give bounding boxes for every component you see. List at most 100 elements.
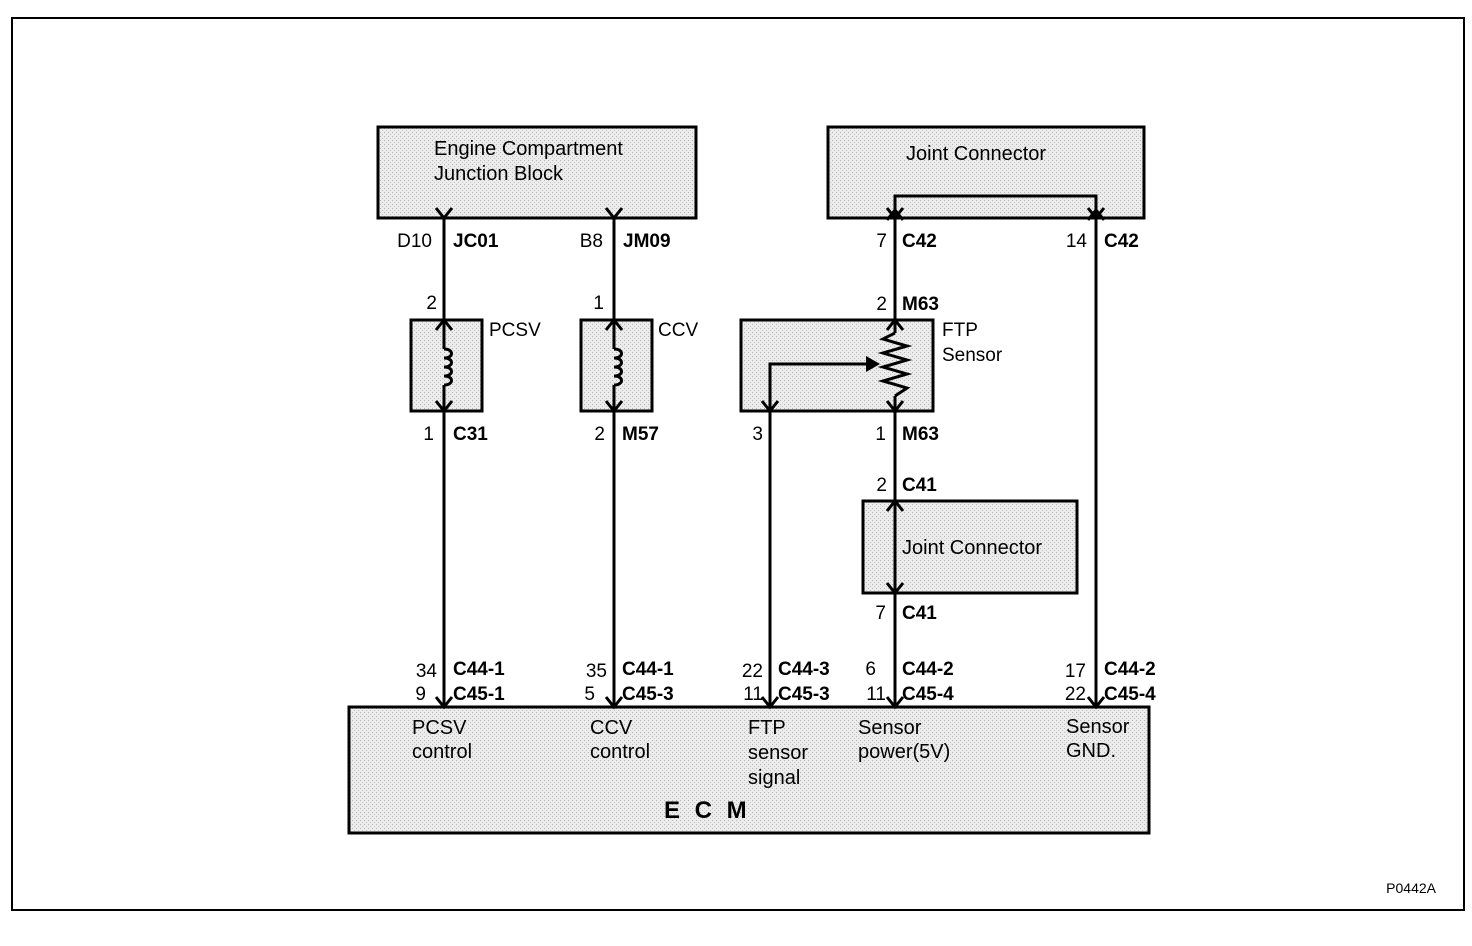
ftp-in-pin: 2: [876, 294, 887, 315]
power-jc-in-conn: C41: [902, 475, 937, 496]
joint-connector-mid-label: Joint Connector: [902, 537, 1042, 559]
gnd-ecm-pin2: 22: [1065, 684, 1086, 705]
ecm-power-line1: Sensor: [858, 717, 922, 739]
terminal-mark: [604, 400, 624, 414]
ftp-wiper-arrow-icon: [866, 356, 880, 372]
pcsv-coil-icon: [443, 347, 453, 387]
gnd-ecm-conn2: C45-4: [1104, 684, 1156, 705]
ftp-sensor-box: [739, 318, 935, 413]
junction-block-box: Engine Compartment Junction Block: [376, 125, 698, 220]
ccv-top-pin: B8: [580, 231, 603, 252]
pcsv-ecm-conn1: C44-1: [453, 659, 505, 680]
ccv-ecm-conn1: C44-1: [622, 659, 674, 680]
joint-connector-top-label: Joint Connector: [906, 143, 1046, 165]
ccv-ecm-pin1: 35: [586, 661, 607, 682]
ftp-out-conn: M63: [902, 424, 939, 445]
ccv-box: [579, 318, 654, 413]
terminal-mark: [434, 317, 454, 331]
ccv-out-conn: M57: [622, 424, 659, 445]
terminal-mark: [885, 498, 905, 512]
terminal-mark: [760, 696, 780, 710]
gnd-jc-conn: C42: [1104, 231, 1139, 252]
terminal-mark: [1086, 696, 1106, 710]
power-ecm-conn2: C45-4: [902, 684, 954, 705]
ftp-resistor-icon: [877, 331, 913, 398]
joint-connector-top-bridge: [893, 194, 1098, 218]
terminal-mark: [885, 582, 905, 596]
ftp-sensor-name-line1: FTP: [942, 320, 978, 341]
terminal-mark: [885, 400, 905, 414]
ecm-gnd-line2: GND.: [1066, 740, 1116, 762]
terminal-mark: [604, 207, 624, 221]
ecm-gnd-line1: Sensor: [1066, 716, 1130, 738]
ecm-ccv-line2: control: [590, 741, 650, 763]
pcsv-ecm-pin2: 9: [415, 684, 426, 705]
ftp-sig-ecm-conn2: C45-3: [778, 684, 830, 705]
ftp-sig-ecm-pin2: 11: [743, 684, 763, 705]
ccv-top-conn: JM09: [623, 231, 671, 252]
ecm-ftp-line2: sensor: [748, 742, 808, 764]
connector-terminals: [434, 207, 1106, 710]
ftp-in-conn: M63: [902, 294, 939, 315]
ccv-ecm-pin2: 5: [584, 684, 595, 705]
wires: [442, 218, 1098, 707]
joint-connector-mid-box: Joint Connector: [861, 499, 1079, 595]
ccv-name: CCV: [658, 320, 698, 341]
ccv-in-pin: 1: [593, 293, 604, 314]
terminal-mark: [604, 317, 624, 331]
pcsv-top-pin: D10: [397, 231, 432, 252]
terminal-mark: [885, 696, 905, 710]
ccv-coil-icon: [613, 347, 623, 387]
diagram-id: P0442A: [1386, 880, 1436, 896]
pcsv-ecm-pin1: 34: [416, 661, 438, 682]
ecm-ftp-line3: signal: [748, 767, 800, 789]
terminal-mark: [885, 317, 905, 331]
power-jc-in-pin: 2: [876, 475, 887, 496]
ftp-jc-pin: 7: [876, 231, 887, 252]
ecm-box: [347, 705, 1151, 835]
outer-frame: [11, 17, 1465, 911]
ftp-sig-ecm-conn1: C44-3: [778, 659, 830, 680]
ecm-pcsv-line1: PCSV: [412, 717, 467, 739]
power-jc-out-conn: C41: [902, 603, 937, 624]
terminal-mark: [434, 207, 454, 221]
gnd-jc-pin: 14: [1066, 231, 1088, 252]
ccv-out-pin: 2: [594, 424, 605, 445]
pcsv-in-pin: 2: [426, 293, 437, 314]
terminal-mark: [1086, 207, 1106, 221]
ftp-wiper-line: [768, 362, 868, 411]
ftp-sig-pin: 3: [752, 424, 763, 445]
gnd-ecm-pin1: 17: [1065, 661, 1086, 682]
ecm-power-line2: power(5V): [858, 741, 950, 763]
terminal-mark: [760, 400, 780, 414]
ecm-label: E C M: [664, 797, 751, 824]
power-ecm-conn1: C44-2: [902, 659, 954, 680]
pcsv-out-pin: 1: [423, 424, 434, 445]
terminal-mark: [885, 207, 905, 221]
terminal-mark: [434, 400, 454, 414]
power-ecm-pin2: 11: [866, 684, 886, 705]
ecm-pcsv-line2: control: [412, 741, 472, 763]
power-jc-out-pin: 7: [875, 603, 886, 624]
pcsv-top-conn: JC01: [453, 231, 499, 252]
terminal-mark: [885, 207, 905, 221]
junction-block-line2: Junction Block: [434, 163, 564, 185]
ftp-sensor-name-line2: Sensor: [942, 345, 1003, 366]
terminal-mark: [1086, 207, 1106, 221]
ccv-ecm-conn2: C45-3: [622, 684, 674, 705]
gnd-ecm-conn1: C44-2: [1104, 659, 1156, 680]
joint-connector-top-box: Joint Connector: [826, 125, 1146, 220]
pcsv-box: [409, 318, 484, 413]
terminal-mark: [434, 696, 454, 710]
ecm-ftp-line1: FTP: [748, 717, 786, 739]
power-ecm-pin1: 6: [865, 659, 876, 680]
pcsv-name: PCSV: [489, 320, 541, 341]
terminal-mark: [604, 696, 624, 710]
junction-block-line1: Engine Compartment: [434, 138, 623, 160]
ecm-ccv-line1: CCV: [590, 717, 633, 739]
ftp-sig-ecm-pin1: 22: [742, 661, 763, 682]
ftp-out-pin: 1: [875, 424, 886, 445]
ftp-jc-conn: C42: [902, 231, 937, 252]
